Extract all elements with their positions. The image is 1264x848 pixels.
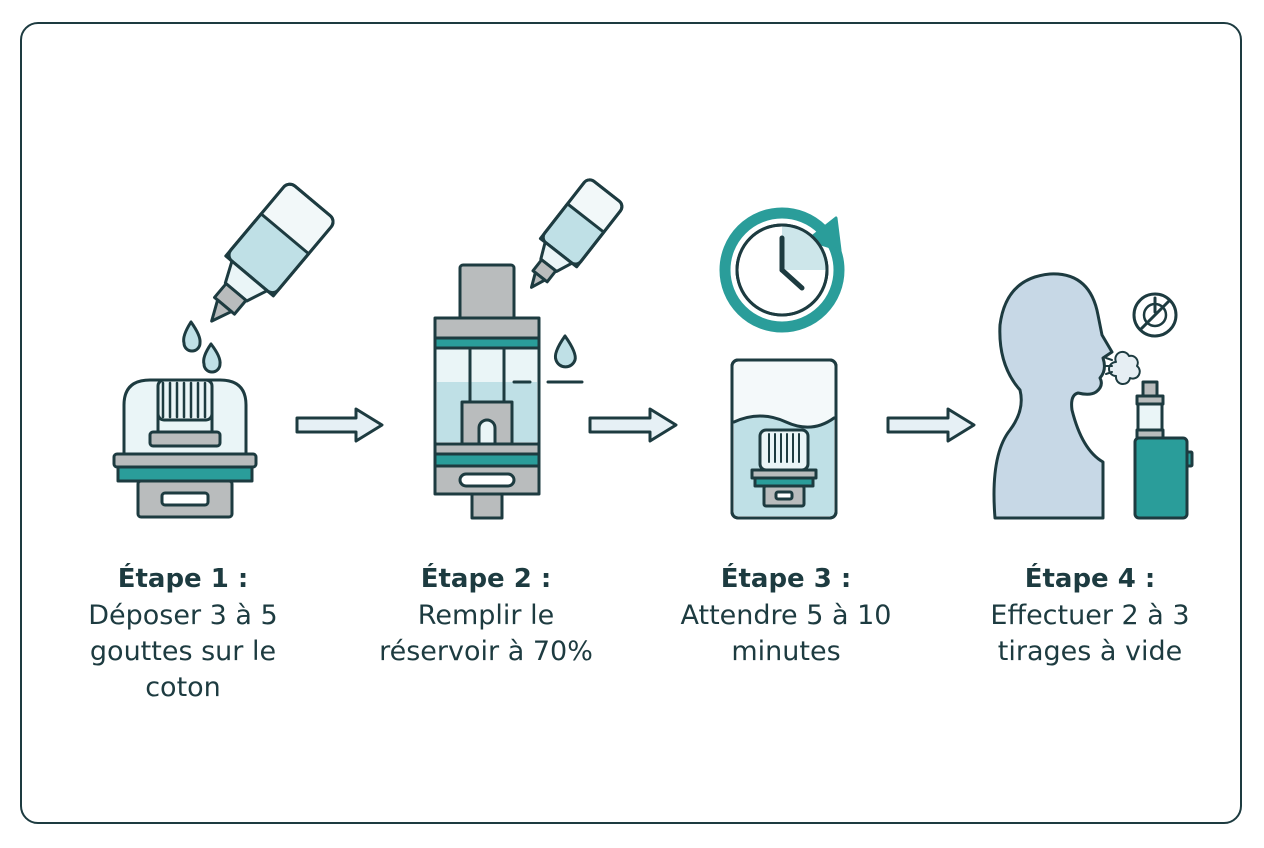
vape-device-icon	[1133, 380, 1194, 520]
droplet-icon	[182, 320, 222, 374]
step-title: Étape 2 :	[420, 564, 552, 594]
soaking-container-icon	[730, 358, 838, 520]
arrow-right-icon	[886, 407, 976, 443]
step-title: Étape 4 :	[1024, 564, 1156, 594]
step-title: Étape 3 :	[720, 564, 852, 594]
arrow-right-icon	[588, 407, 678, 443]
step-3-caption: Étape 3 : Attendre 5 à 10 minutes	[636, 562, 936, 670]
step-description: Déposer 3 à 5 gouttes sur le coton	[88, 600, 278, 703]
arrow-right-icon	[295, 407, 384, 443]
coil-atomizer-icon	[112, 378, 258, 519]
person-silhouette-icon	[992, 272, 1114, 520]
step-4-caption: Étape 4 : Effectuer 2 à 3 tirages à vide	[940, 562, 1240, 670]
eliquid-bottle-icon	[529, 178, 624, 289]
eliquid-bottle-icon	[210, 182, 335, 323]
step-2-caption: Étape 2 : Remplir le réservoir à 70%	[336, 562, 636, 670]
fill-level-droplet-icon	[553, 334, 577, 369]
no-heat-icon	[1132, 292, 1178, 338]
exhale-puff-icon	[1104, 350, 1141, 386]
step-1-caption: Étape 1 : Déposer 3 à 5 gouttes sur le c…	[33, 562, 333, 706]
tank-icon	[433, 263, 584, 520]
step-description: Attendre 5 à 10 minutes	[680, 600, 892, 667]
step-description: Remplir le réservoir à 70%	[379, 600, 593, 667]
clock-icon	[719, 207, 845, 333]
step-title: Étape 1 :	[117, 564, 249, 594]
step-description: Effectuer 2 à 3 tirages à vide	[990, 600, 1190, 667]
